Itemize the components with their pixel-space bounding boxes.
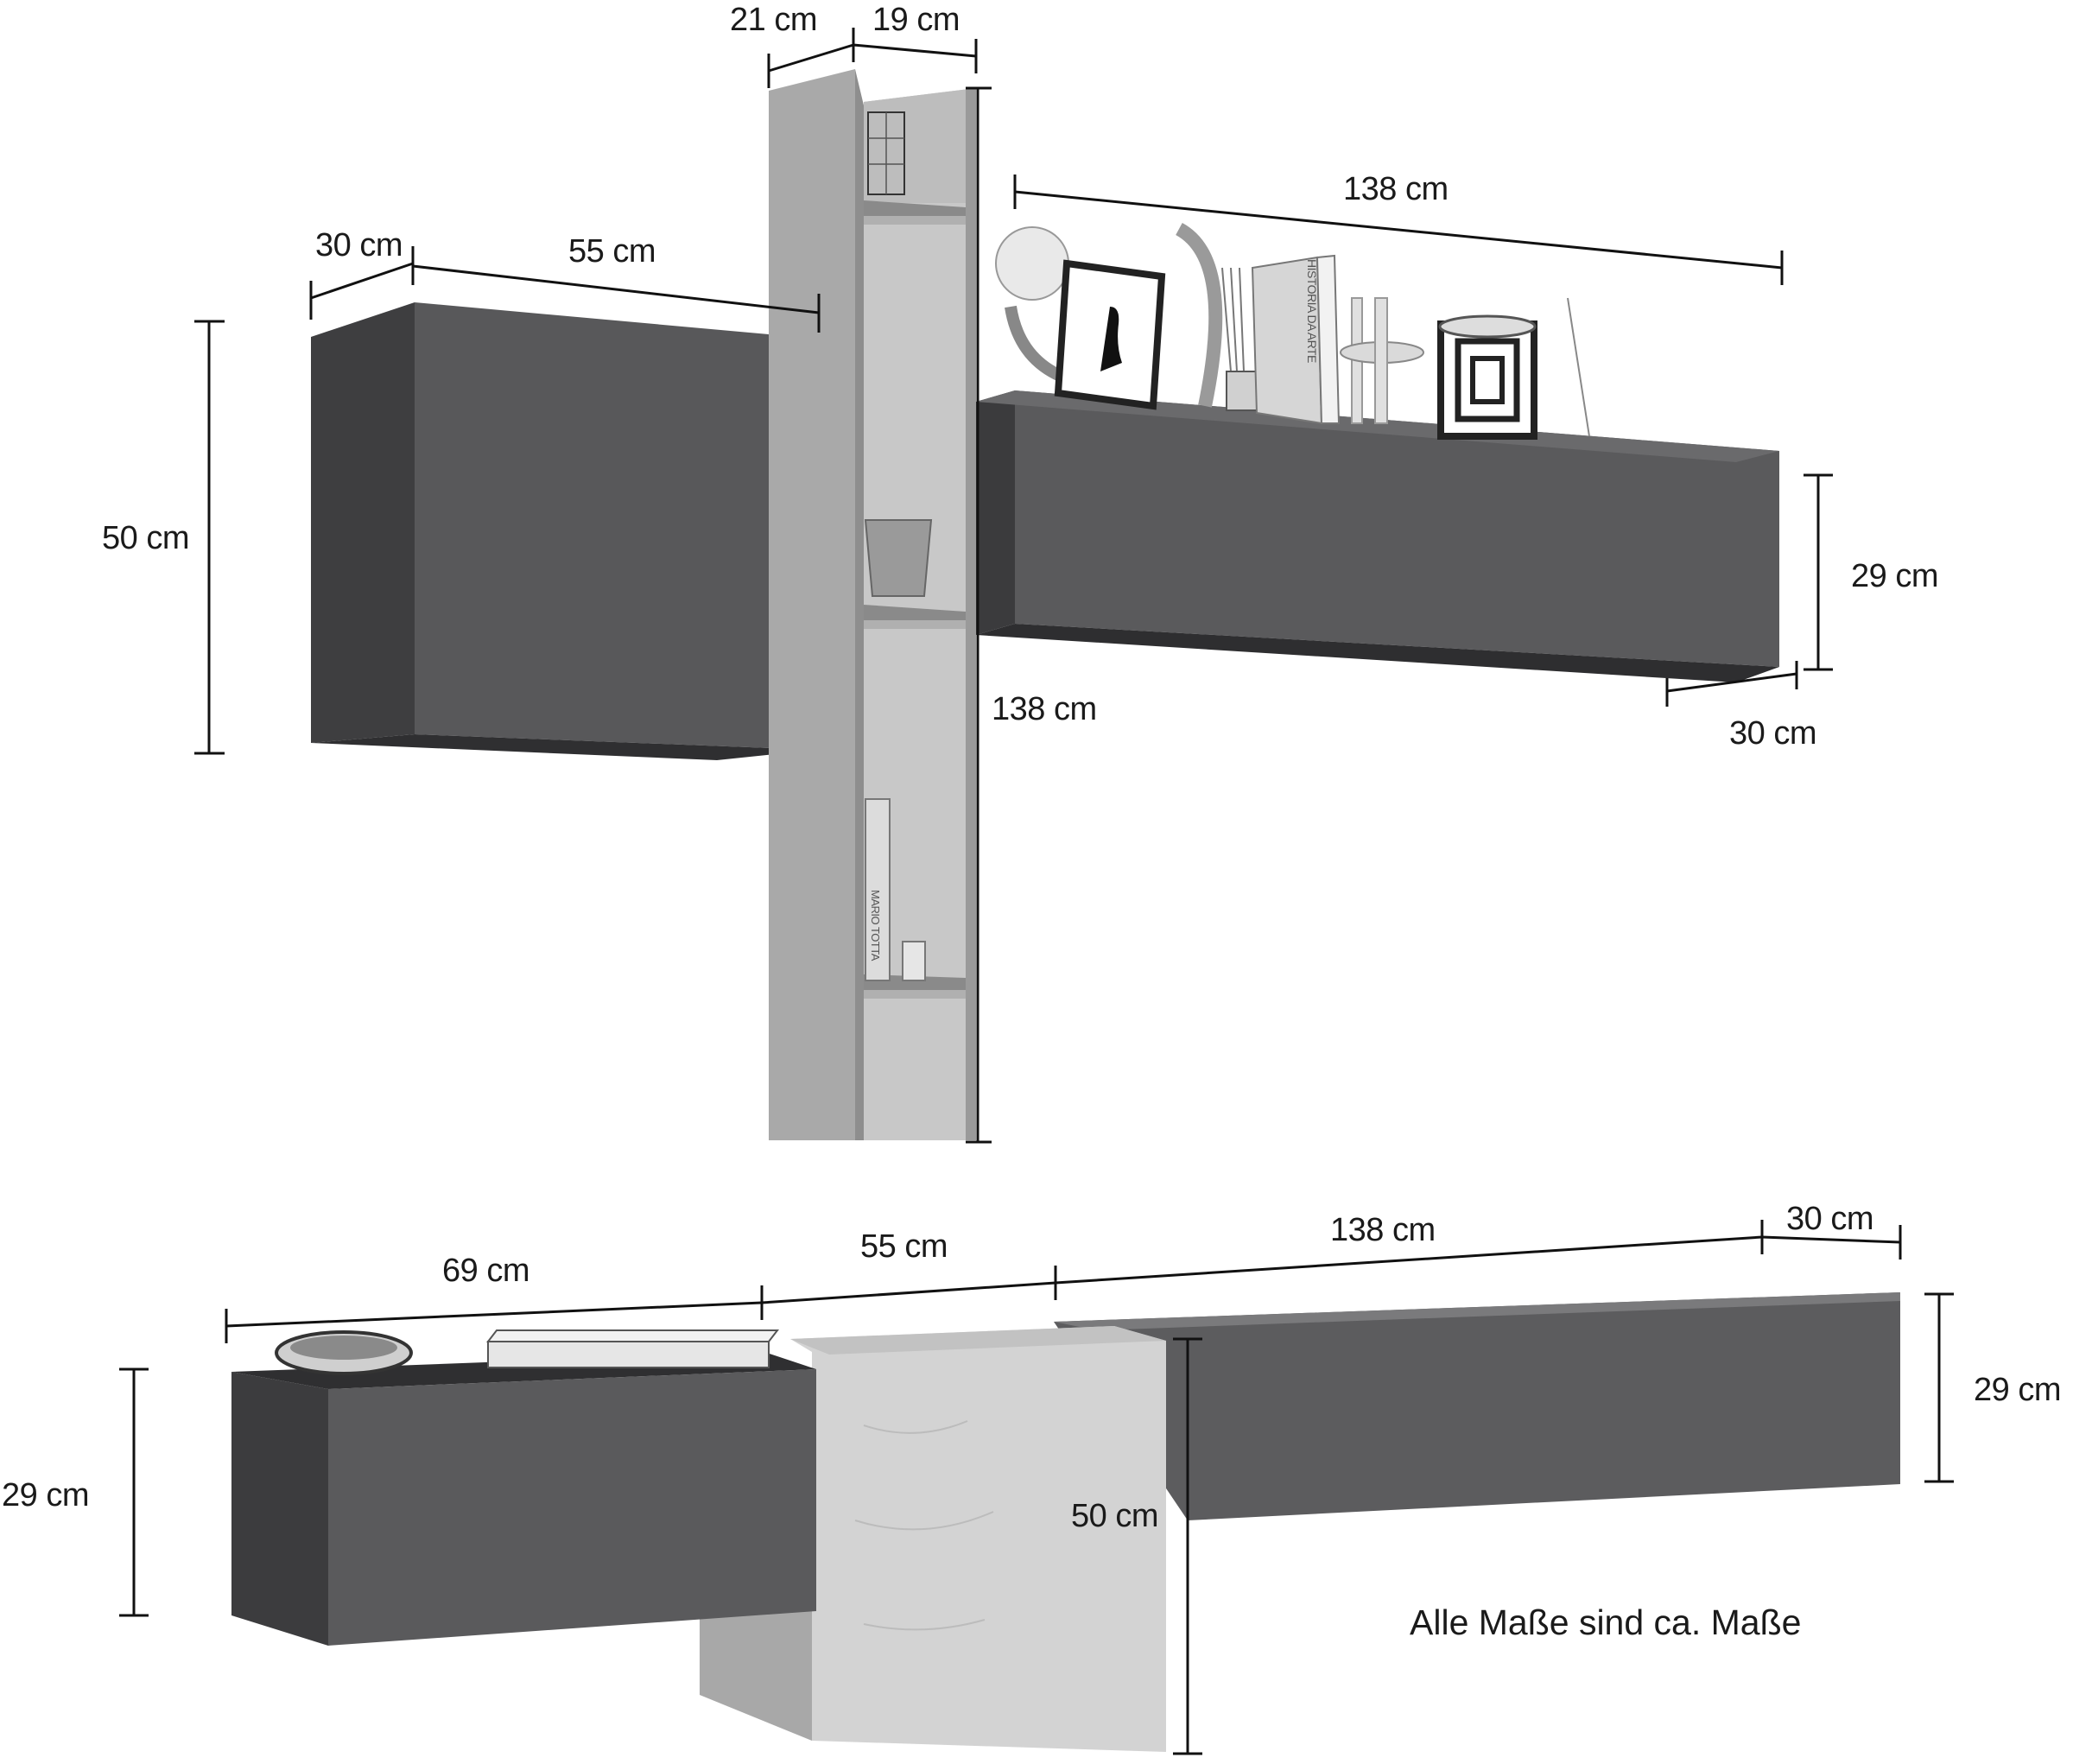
upper-left-depth-label: 30 cm [315, 227, 403, 263]
lower-middle-cabinet [700, 1326, 1166, 1752]
upper-left-cabinet [311, 302, 816, 760]
shelf-depth-b-label: 19 cm [872, 2, 960, 38]
book-title-mario: MARIO TOTTA [869, 890, 882, 961]
lower-middle-width-label: 55 cm [860, 1228, 948, 1265]
upper-right-height-label: 29 cm [1851, 558, 1938, 594]
lower-middle-height-label: 50 cm [1071, 1498, 1158, 1534]
upper-left-width-label: 55 cm [568, 233, 656, 270]
lower-left-cabinet [231, 1329, 816, 1646]
lower-right-height-label: 29 cm [1974, 1372, 2061, 1408]
upper-shelf-column [769, 69, 976, 1140]
lower-right-cabinet [1054, 1292, 1900, 1520]
upper-left-height-label: 50 cm [102, 520, 189, 556]
shelf-height-label: 138 cm [992, 691, 1097, 727]
upper-right-cabinet [976, 390, 1779, 682]
approximate-dimensions-note: Alle Maße sind ca. Maße [1410, 1602, 1802, 1642]
dimension-lines [119, 28, 1954, 1755]
upper-right-depth-label: 30 cm [1729, 715, 1816, 752]
upper-decor-items [995, 222, 1590, 440]
lower-left-width-label: 69 cm [442, 1253, 529, 1289]
lower-right-depth-label: 30 cm [1786, 1201, 1873, 1237]
lower-left-height-label: 29 cm [2, 1477, 89, 1513]
book-title-historia: HISTORIA DA ARTE [1305, 259, 1319, 363]
lower-right-width-label: 138 cm [1330, 1212, 1436, 1248]
shelf-depth-a-label: 21 cm [730, 2, 817, 38]
upper-right-width-label: 138 cm [1343, 171, 1449, 207]
